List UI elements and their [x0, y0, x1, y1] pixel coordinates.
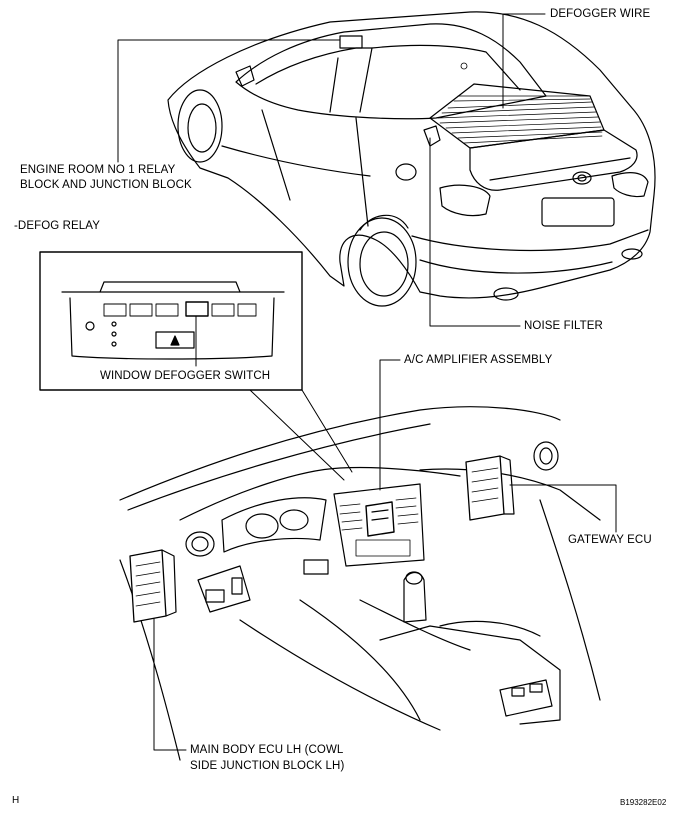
- label-ac-amplifier: A/C AMPLIFIER ASSEMBLY: [404, 354, 553, 366]
- label-gateway-ecu: GATEWAY ECU: [568, 534, 652, 546]
- label-main-body-line2: SIDE JUNCTION BLOCK LH): [190, 760, 345, 772]
- label-window-defogger-switch: WINDOW DEFOGGER SWITCH: [100, 370, 271, 382]
- label-noise-filter: NOISE FILTER: [524, 320, 603, 332]
- dashboard-illustration: [119, 406, 601, 761]
- switch-inset: [39, 251, 303, 391]
- figure-id: B193282E02: [620, 798, 667, 807]
- label-defogger-wire: DEFOGGER WIRE: [550, 8, 651, 20]
- leader-lines: [117, 13, 617, 751]
- label-engine-room-line1: ENGINE ROOM NO 1 RELAY: [20, 164, 176, 176]
- label-engine-room-line2: BLOCK AND JUNCTION BLOCK: [20, 179, 192, 191]
- inset-connector: [249, 389, 353, 481]
- label-main-body-line1: MAIN BODY ECU LH (COWL: [190, 744, 344, 756]
- view-code: H: [12, 795, 20, 806]
- label-defog-relay: -DEFOG RELAY: [14, 220, 100, 232]
- car-rear-illustration: [167, 11, 656, 307]
